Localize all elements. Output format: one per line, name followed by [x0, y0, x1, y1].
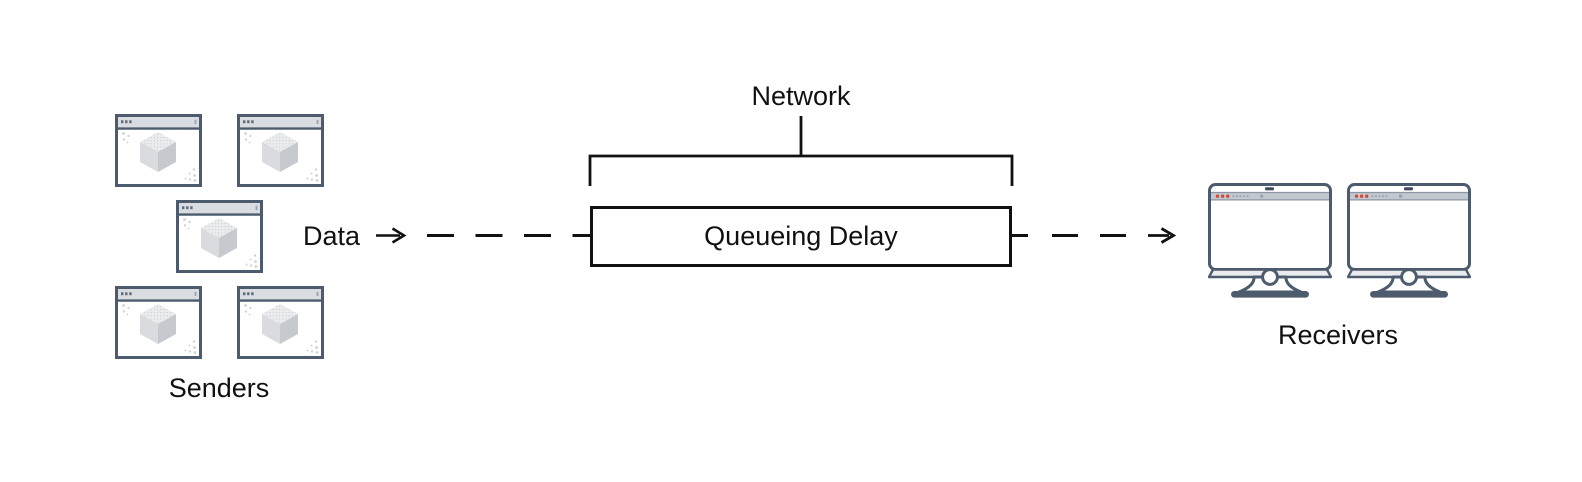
receiver-monitor-icon — [1208, 183, 1332, 301]
sender-window-icon — [176, 200, 263, 273]
data-arrow — [376, 227, 407, 244]
sender-window-icon — [115, 286, 202, 359]
sender-window-icon — [237, 114, 324, 187]
receiver-monitor-icon — [1347, 183, 1471, 301]
network-bracket — [588, 154, 1014, 186]
queueing-delay-label: Queueing Delay — [704, 221, 898, 251]
sender-window-icon — [237, 286, 324, 359]
network-label: Network — [751, 81, 851, 111]
data-label: Data — [303, 221, 361, 251]
receivers-label: Receivers — [1277, 320, 1399, 350]
sender-window-icon — [115, 114, 202, 187]
receivers-arrow — [1148, 227, 1177, 244]
queueing-delay-box: Queueing Delay — [590, 206, 1012, 267]
senders-label: Senders — [168, 373, 270, 403]
